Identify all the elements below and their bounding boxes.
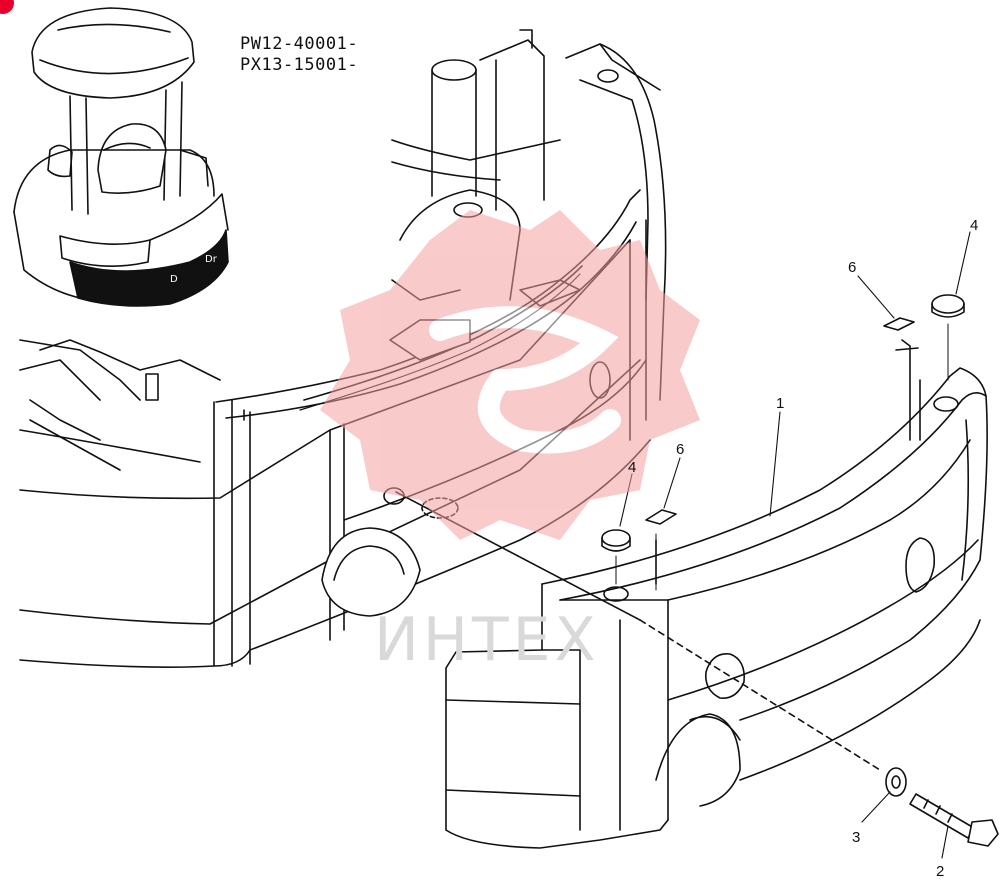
machine-overview-inset: D Dr xyxy=(13,7,229,307)
callout-3: 3 xyxy=(852,829,860,846)
cap-part-4-left xyxy=(601,529,631,585)
bolt-part-2 xyxy=(909,793,999,847)
corner-marker xyxy=(0,0,14,14)
plate-part-6-left xyxy=(645,509,677,591)
svg-text:D: D xyxy=(170,274,178,285)
leader-lines xyxy=(619,231,971,859)
callout-6-left: 6 xyxy=(676,441,684,458)
callout-4-right: 4 xyxy=(970,217,978,234)
watermark-logo xyxy=(320,210,700,540)
plate-part-6-right xyxy=(883,317,919,441)
callout-6-right: 6 xyxy=(848,259,856,276)
callout-4-left: 4 xyxy=(628,459,636,476)
callout-2: 2 xyxy=(936,863,944,880)
serial-range-1: PW12-40001- xyxy=(240,34,359,54)
svg-text:Dr: Dr xyxy=(205,254,218,265)
callout-1: 1 xyxy=(776,395,784,412)
serial-range-2: PX13-15001- xyxy=(240,55,359,75)
watermark-text: ИНТЕХ xyxy=(374,605,600,675)
machine-frame xyxy=(19,29,561,471)
washer-part-3 xyxy=(885,767,907,797)
cap-part-4-right xyxy=(931,294,965,381)
